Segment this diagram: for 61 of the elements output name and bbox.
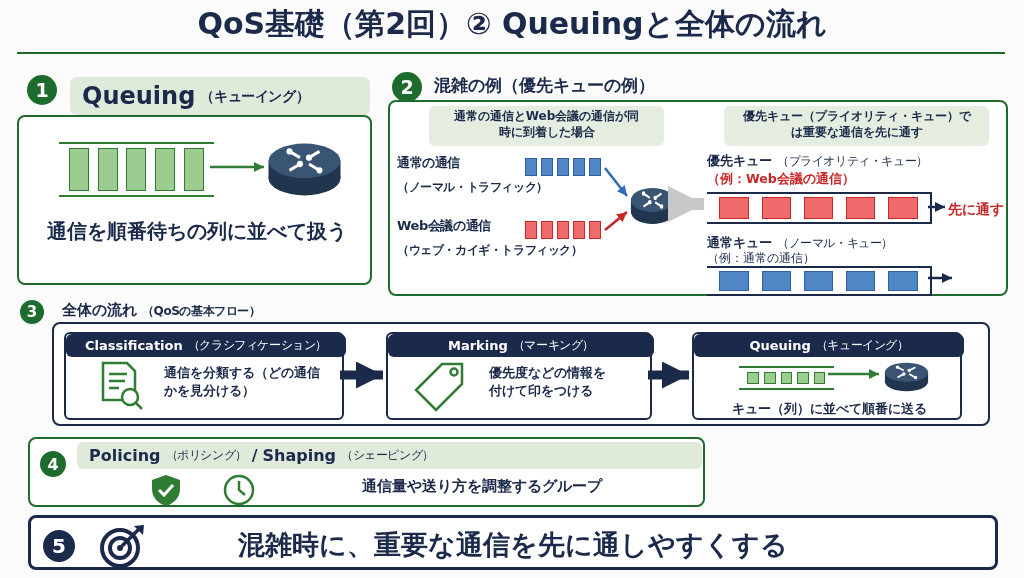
step-number-badge: 5	[43, 530, 75, 562]
arrow	[928, 273, 952, 283]
note-box	[429, 106, 664, 146]
section-heading: Queuing	[82, 80, 196, 112]
description-text: 通信を分類する（どの通信かを見分ける）	[164, 364, 321, 400]
reading-note: （マーキング）	[512, 337, 594, 354]
description-text: 通信量や送り方を調整するグループ	[362, 476, 602, 497]
group-heading: Policing	[89, 444, 161, 467]
router-icon	[884, 362, 929, 392]
arrow	[604, 211, 628, 231]
packet-queue-drawing	[739, 366, 834, 390]
description-text: 通信を順番待ちの列に並べて扱う	[46, 218, 347, 245]
card-heading: Marking	[448, 336, 508, 355]
arrow	[828, 369, 879, 379]
example-note: （例：Web会議の通信）	[707, 171, 855, 188]
separator-slash: /	[251, 444, 258, 467]
queue-heading: 通常キュー	[707, 234, 772, 252]
arrow	[340, 361, 383, 389]
step-number-badge: 2	[392, 72, 422, 102]
note-text: 通常の通信とWeb会議の通信が同時に到着した場合	[452, 108, 641, 141]
reading-note: （ノーマル・キュー）	[777, 235, 893, 252]
step-card	[386, 332, 652, 420]
example-note: （例：通常の通信）	[707, 250, 815, 267]
step-card	[692, 332, 962, 420]
panel-card	[28, 437, 705, 507]
arrow	[210, 162, 264, 172]
card-heading: Queuing	[749, 336, 811, 355]
packet-queue-drawing	[59, 142, 214, 197]
page-title: QoS基礎（第2回）② Queuingと全体の流れ	[196, 5, 828, 43]
traffic-label: 通常の通信	[397, 155, 460, 172]
reading-note: （シェーピング）	[341, 447, 434, 464]
note-box	[724, 106, 989, 146]
reading-note: （ウェブ・カイギ・トラフィック）	[397, 243, 583, 259]
chevron-arrow	[668, 186, 704, 222]
note-text: 優先キュー（プライオリティ・キュー）では重要な通信を先に通す	[741, 108, 973, 141]
reading-note: （QoSの基本フロー）	[142, 303, 261, 320]
description-text: 優先度などの情報を付けて印をつける	[489, 364, 607, 400]
section-heading: 混雑の例（優先キューの例）	[434, 74, 655, 97]
step-card	[64, 332, 344, 420]
result-text: 先に通す	[948, 199, 1006, 219]
reading-note: （ノーマル・トラフィック）	[397, 180, 548, 196]
reading-note: （プライオリティ・キュー）	[777, 153, 928, 170]
reading-note: （キューイング）	[200, 86, 310, 106]
router-icon	[267, 142, 342, 197]
panel-card	[28, 515, 998, 570]
description-text: キュー（列）に並べて順番に送る	[731, 400, 927, 418]
group-heading: Shaping	[262, 444, 337, 467]
step-number-badge: 1	[27, 75, 57, 105]
arrow	[604, 167, 628, 197]
section-heading: 全体の流れ	[62, 300, 137, 321]
step-number-badge: 4	[40, 451, 66, 477]
queue-heading: 優先キュー	[707, 152, 772, 170]
card-heading: Classification	[85, 336, 183, 355]
reading-note: （ポリシング）	[165, 447, 247, 464]
key-message: 混雑時に、重要な通信を先に通しやすくする	[238, 528, 788, 562]
arrow	[928, 202, 945, 212]
reading-note: （キューイング）	[815, 337, 909, 354]
reading-note: （クラシフィケーション）	[187, 337, 327, 354]
arrow	[648, 361, 689, 389]
traffic-label: Web会議の通信	[397, 218, 491, 235]
step-number-badge: 3	[20, 300, 44, 324]
